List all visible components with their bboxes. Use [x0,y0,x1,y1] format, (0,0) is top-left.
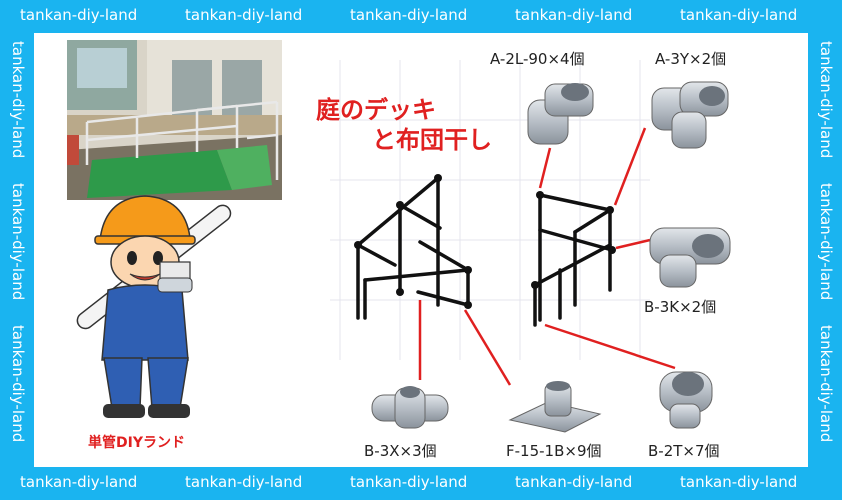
border-bottom: tankan-diy-land tankan-diy-land tankan-d… [0,467,842,500]
title-line-1: 庭のデッキ [316,96,436,124]
watermark-bottom-3: tankan-diy-land [350,473,468,491]
part-label-f151b: F-15-1B×9個 [506,442,602,460]
watermark-left-1: tankan-diy-land [9,41,27,159]
part-label-a2l90: A-2L-90×4個 [490,50,585,68]
part-b3k-image [649,227,731,288]
watermark-bottom-1: tankan-diy-land [20,473,138,491]
watermark-right-2: tankan-diy-land [817,183,835,301]
part-label-b3k: B-3K×2個 [644,298,717,316]
part-label-b3x: B-3X×3個 [364,442,437,460]
watermark-top-5: tankan-diy-land [680,6,798,24]
part-f151b-image [508,381,602,433]
part-label-a3y: A-3Y×2個 [655,50,727,68]
part-a2l90-image [527,83,594,145]
part-b2t-image [659,371,713,429]
watermark-top-1: tankan-diy-land [20,6,138,24]
watermark-left-2: tankan-diy-land [9,183,27,301]
watermark-bottom-4: tankan-diy-land [515,473,633,491]
watermark-left-3: tankan-diy-land [9,325,27,443]
watermark-top-2: tankan-diy-land [185,6,303,24]
watermark-top-3: tankan-diy-land [350,6,468,24]
part-b3x-image [371,386,449,429]
border-left: tankan-diy-land tankan-diy-land tankan-d… [0,33,34,467]
part-label-b2t: B-2T×7個 [648,442,720,460]
border-right: tankan-diy-land tankan-diy-land tankan-d… [808,33,842,467]
watermark-bottom-5: tankan-diy-land [680,473,798,491]
border-top: tankan-diy-land tankan-diy-land tankan-d… [0,0,842,33]
title-line-2: と布団干し [372,126,492,154]
brand-name: 単管DIYランド [88,435,185,451]
watermark-bottom-2: tankan-diy-land [185,473,303,491]
watermark-top-4: tankan-diy-land [515,6,633,24]
watermark-right-1: tankan-diy-land [817,41,835,159]
deck-photo [67,40,282,200]
watermark-right-3: tankan-diy-land [817,325,835,443]
part-a3y-image [651,81,729,149]
